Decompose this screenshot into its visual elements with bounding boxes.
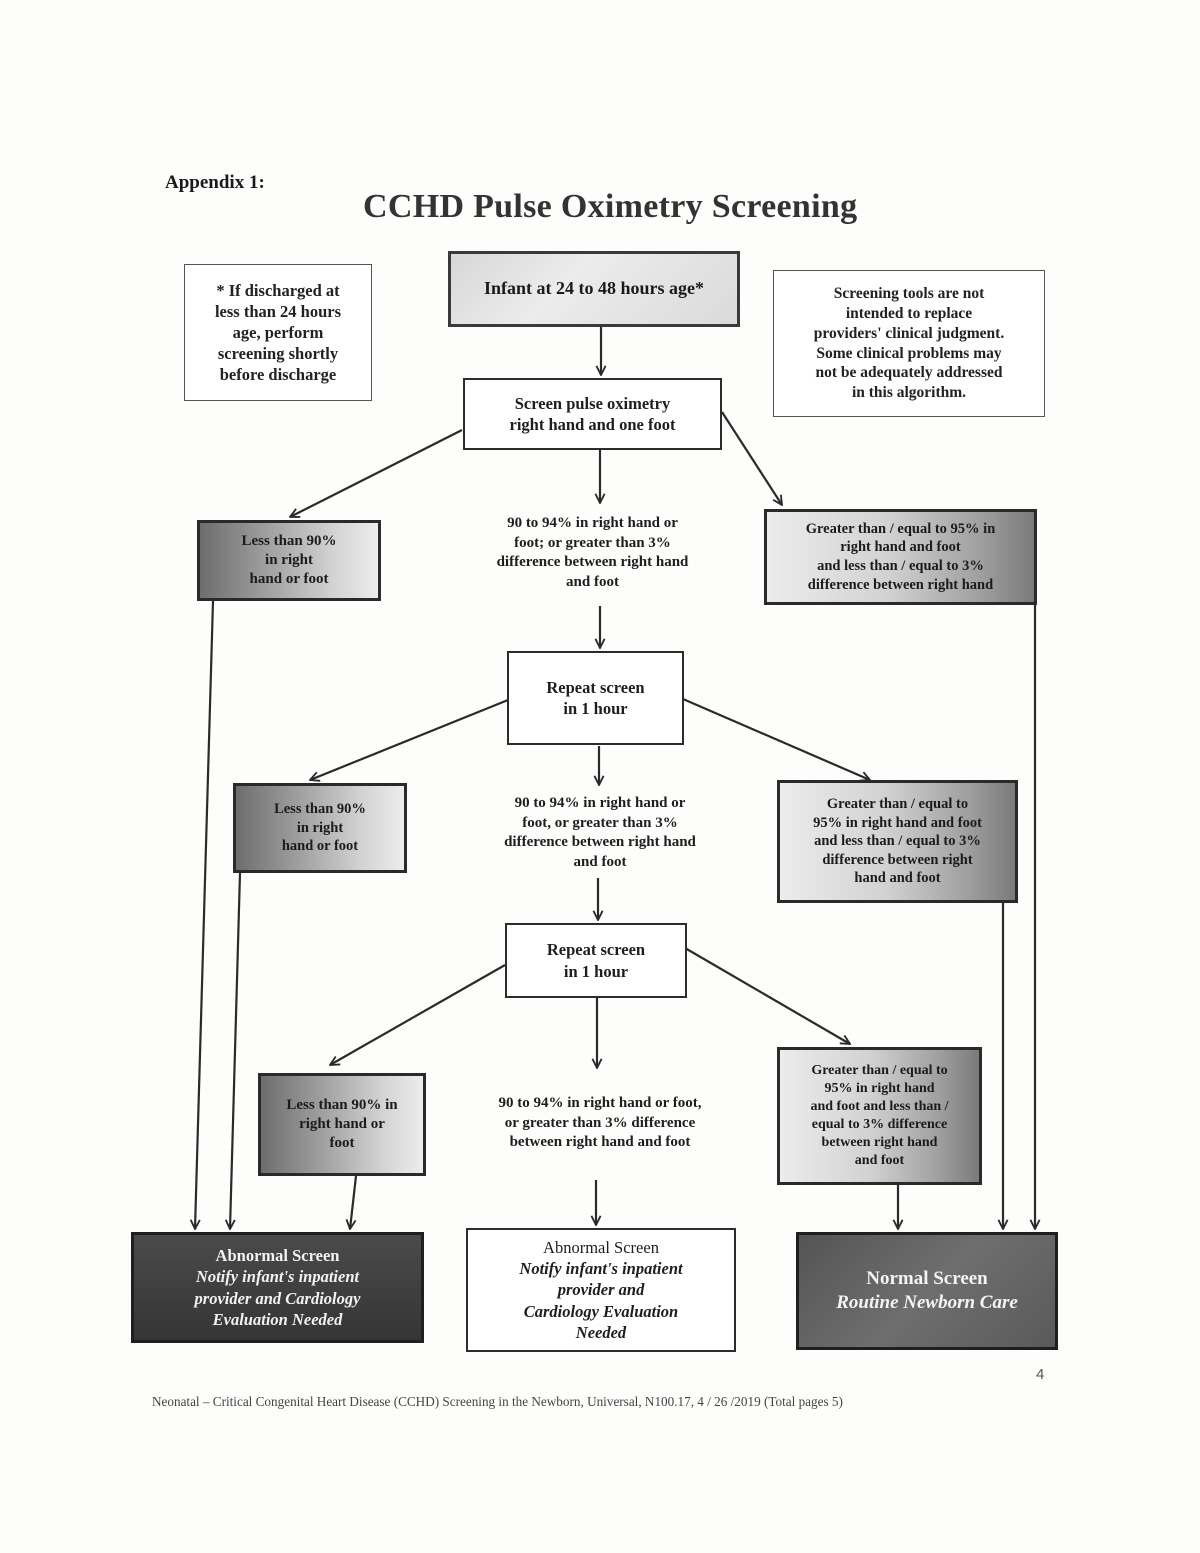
less-than-90-box-3: Less than 90% in right hand or foot	[258, 1073, 426, 1176]
abnormal-outcome-middle: Abnormal Screen Notify infant's inpatien…	[466, 1228, 736, 1352]
borderline-text-3: 90 to 94% in right hand or foot, or grea…	[498, 1095, 702, 1150]
discharge-note: * If discharged at less than 24 hours ag…	[184, 264, 372, 401]
borderline-text-1: 90 to 94% in right hand or foot; or grea…	[496, 515, 689, 590]
arrow-less2-to-abnormal	[230, 872, 242, 1229]
page-number: 4	[1036, 1366, 1045, 1383]
abnormal-outcome-left: Abnormal Screen Notify infant's inpatien…	[131, 1232, 424, 1343]
greater-than-95-box-3: Greater than / equal to 95% in right han…	[777, 1047, 982, 1185]
less-than-90-box-1: Less than 90% in right hand or foot	[197, 520, 381, 601]
screen-box: Screen pulse oximetry right hand and one…	[463, 378, 722, 450]
abnormal-middle-line-3: Cardiology Evaluation	[523, 1301, 679, 1321]
appendix-label: Appendix 1:	[165, 172, 265, 193]
normal-outcome: Normal Screen Routine Newborn Care	[796, 1232, 1058, 1350]
arrow-screen-to-less1	[290, 429, 463, 518]
normal-line-1: Routine Newborn Care	[836, 1292, 1018, 1313]
greater-than-95-box-2: Greater than / equal to 95% in right han…	[777, 780, 1018, 903]
abnormal-left-line-3: Evaluation Needed	[212, 1309, 343, 1329]
page-title: CCHD Pulse Oximetry Screening	[363, 188, 858, 225]
arrow-repeat2-to-less3	[330, 964, 506, 1065]
start-box: Infant at 24 to 48 hours age*	[448, 251, 740, 327]
abnormal-left-line-1: Notify infant's inpatient	[195, 1267, 360, 1287]
repeat-screen-box-2: Repeat screen in 1 hour	[505, 923, 687, 998]
less-than-90-box-2: Less than 90% in right hand or foot	[233, 783, 407, 873]
footer-citation: Neonatal – Critical Congenital Heart Dis…	[152, 1394, 843, 1409]
disclaimer-note: Screening tools are not intended to repl…	[773, 270, 1045, 417]
repeat-screen-box-1: Repeat screen in 1 hour	[507, 651, 684, 745]
abnormal-middle-heading: Abnormal Screen	[543, 1238, 659, 1258]
abnormal-left-line-2: provider and Cardiology	[194, 1288, 361, 1308]
arrow-less3-to-abnormal	[350, 1175, 358, 1229]
abnormal-middle-line-1: Notify infant's inpatient	[519, 1259, 683, 1279]
arrow-screen-to-greater1	[721, 411, 782, 505]
arrow-repeat1-to-greater2	[682, 697, 870, 780]
greater-than-95-box-1: Greater than / equal to 95% in right han…	[764, 509, 1037, 605]
arrow-repeat2-to-greater3	[684, 947, 850, 1044]
normal-heading: Normal Screen	[866, 1267, 988, 1289]
arrow-repeat1-to-less2	[310, 698, 509, 780]
abnormal-middle-line-2: provider and	[557, 1280, 645, 1300]
abnormal-left-heading: Abnormal Screen	[215, 1246, 340, 1266]
arrow-less1-to-abnormal	[195, 600, 215, 1229]
abnormal-middle-line-4: Needed	[575, 1322, 627, 1342]
borderline-text-2: 90 to 94% in right hand or foot, or grea…	[504, 795, 696, 870]
